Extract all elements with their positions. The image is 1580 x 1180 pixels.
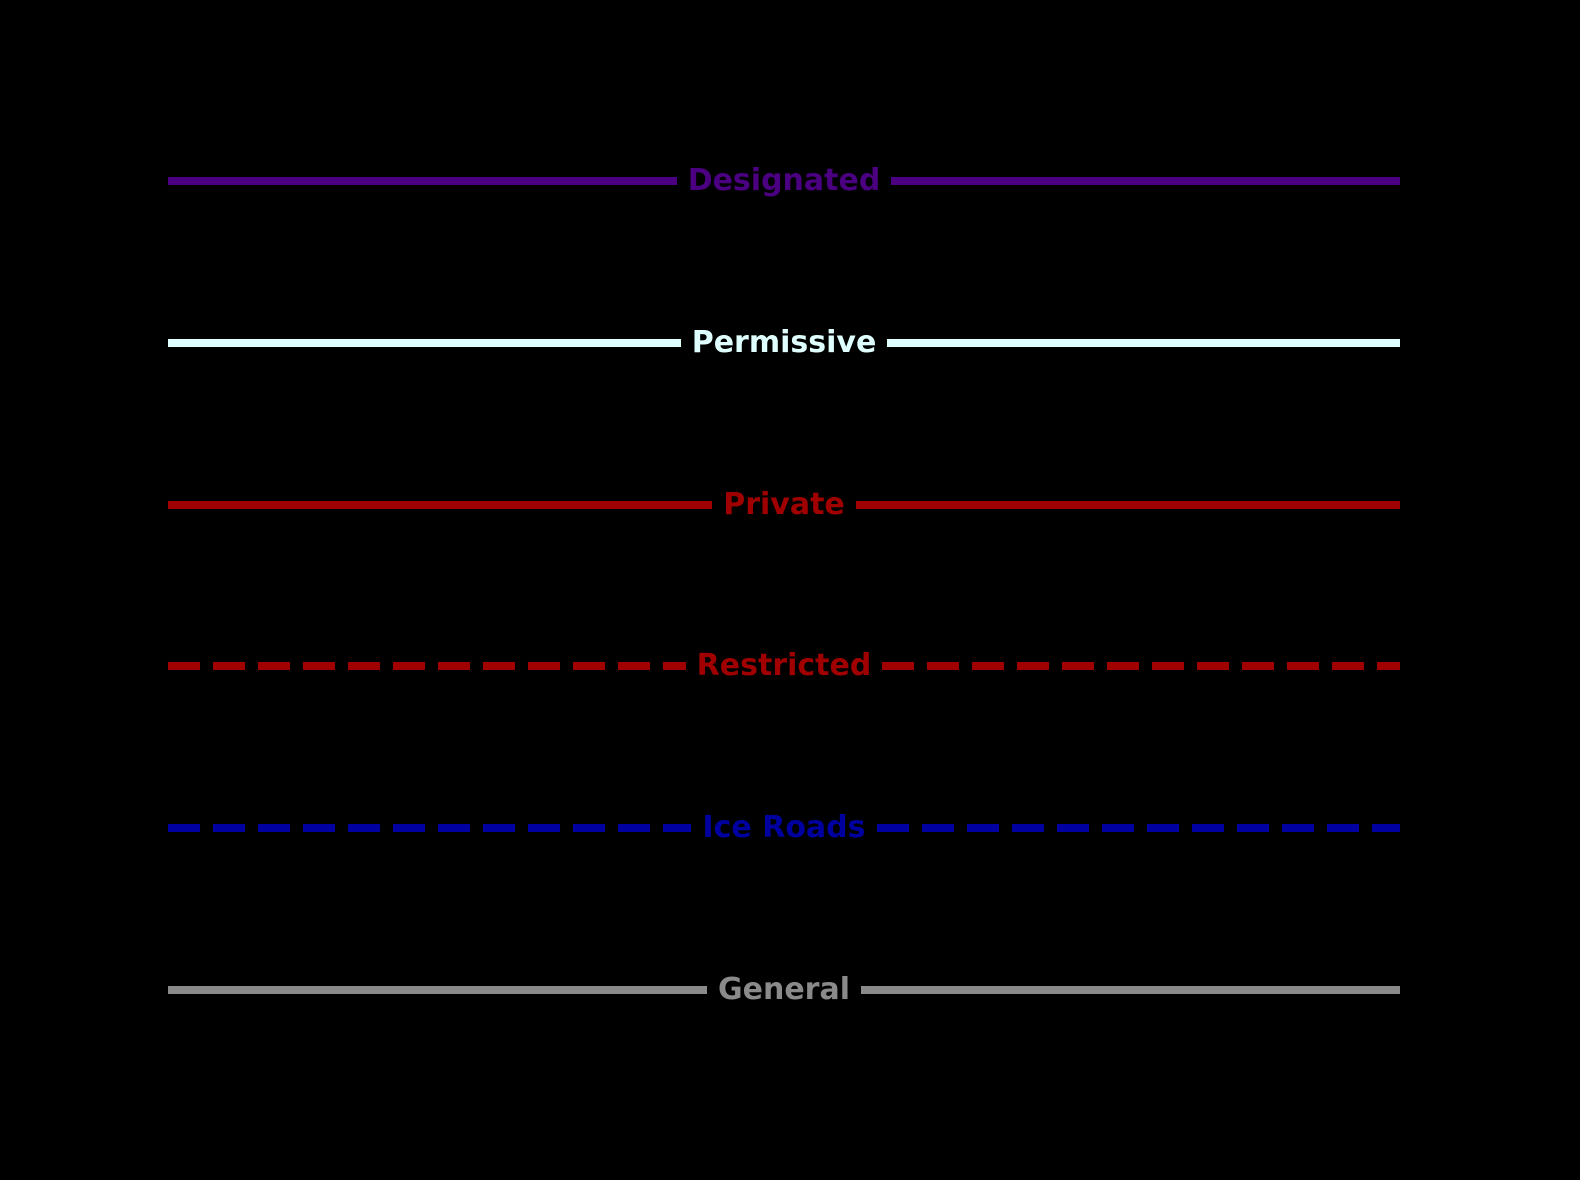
legend-label: Restricted — [696, 648, 872, 683]
road-type-legend: Designated Permissive Private Restricted… — [168, 0, 1401, 1180]
legend-row-designated: Designated — [168, 159, 1401, 203]
legend-line-left — [168, 501, 713, 509]
legend-label: Designated — [687, 163, 881, 198]
legend-row-general: General — [168, 968, 1400, 1012]
legend-row-restricted: Restricted — [168, 644, 1401, 688]
legend-line-left — [168, 986, 707, 994]
legend-row-private: Private — [168, 483, 1400, 527]
legend-line-right — [887, 339, 1401, 347]
legend-line-left — [168, 824, 692, 832]
legend-label: Private — [723, 487, 845, 522]
legend-label: General — [718, 972, 850, 1007]
legend-row-ice-roads: Ice Roads — [168, 806, 1400, 850]
legend-row-permissive: Permissive — [168, 321, 1401, 365]
legend-line-right — [855, 501, 1400, 509]
legend-line-right — [861, 986, 1400, 994]
legend-line-left — [168, 177, 677, 185]
legend-line-left — [168, 339, 681, 347]
legend-line-right — [891, 177, 1401, 185]
legend-label: Permissive — [691, 325, 877, 360]
legend-line-left — [168, 662, 686, 670]
legend-line-right — [882, 662, 1401, 670]
legend-line-right — [876, 824, 1400, 832]
legend-label: Ice Roads — [702, 810, 866, 845]
